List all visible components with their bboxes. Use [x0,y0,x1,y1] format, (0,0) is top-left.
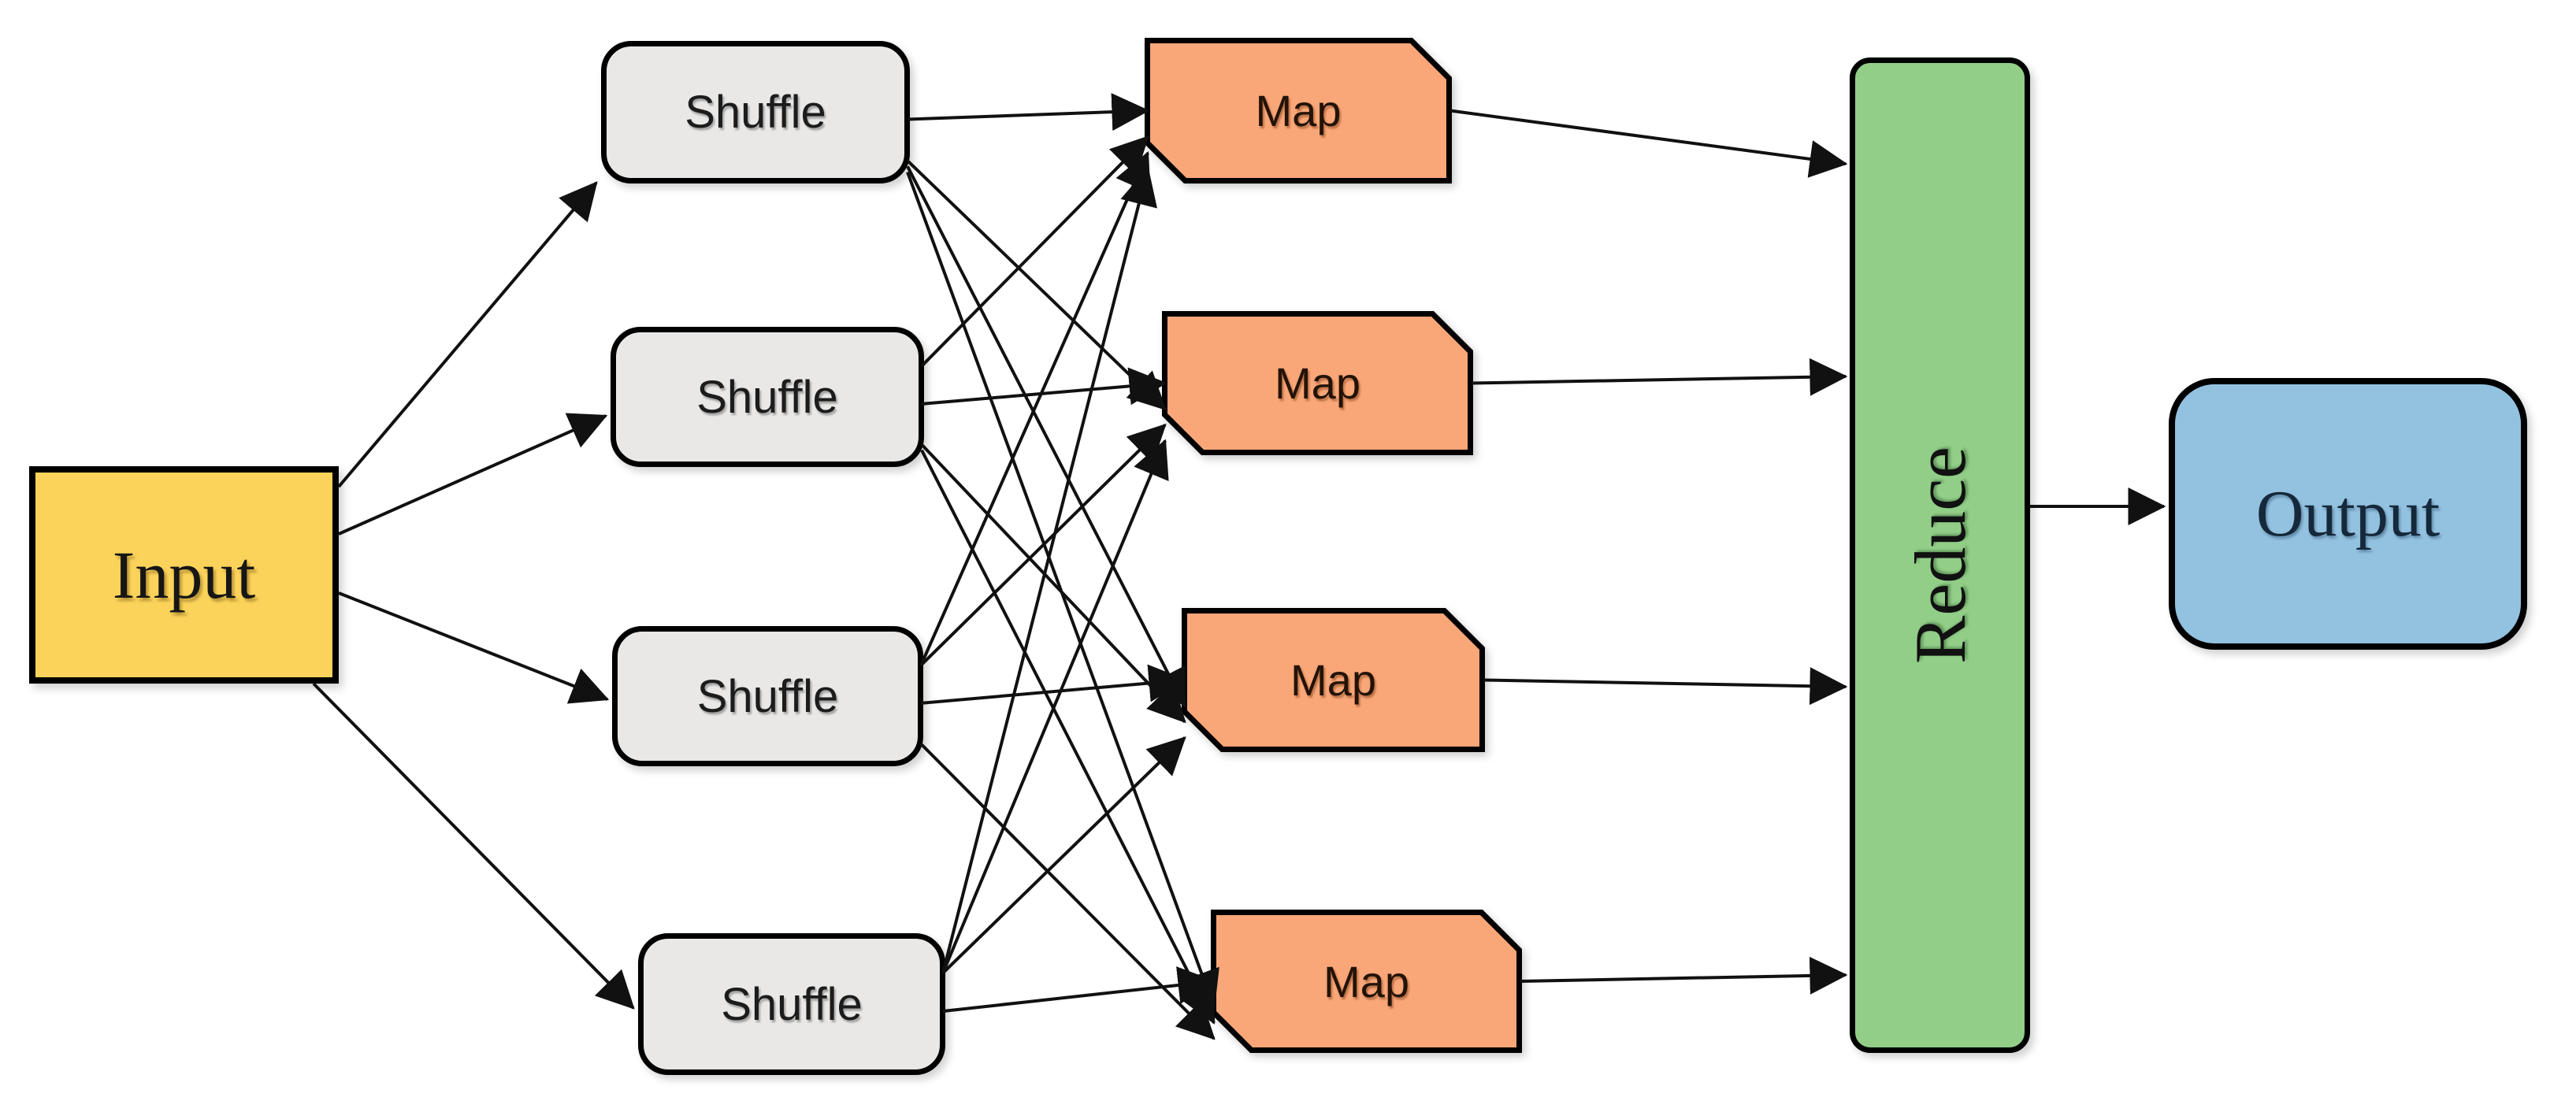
node-map-label: Map [1323,956,1409,1006]
node-shuffle-4[interactable]: Shuffle [638,933,945,1075]
node-map-2[interactable]: Map [1162,311,1473,455]
connector-arrow [337,181,598,488]
connector-arrow [338,591,610,704]
connector-arrow [920,135,1149,368]
connector-arrow [906,165,1186,708]
connector-arrow [312,682,635,1010]
connector-arrow [907,93,1150,132]
node-shuffle-3[interactable]: Shuffle [612,626,923,766]
node-shuffle-2[interactable]: Shuffle [611,327,924,467]
connector-arrow [1471,358,1848,396]
connector-arrow [906,159,1167,411]
node-shuffle-label: Shuffle [721,978,863,1030]
node-input-label: Input [112,537,256,613]
node-shuffle-label: Shuffle [685,87,826,138]
node-shuffle-label: Shuffle [696,670,839,722]
connector-arrow [1483,667,1848,706]
map-shape-fill [1216,915,1516,1047]
node-output[interactable]: Output [2169,378,2527,650]
map-shape-fill [1187,613,1479,747]
connector-arrow [919,150,1151,666]
connector-arrow [941,439,1169,974]
connector-arrow [941,736,1186,974]
node-output-label: Output [2255,477,2441,550]
node-map-1[interactable]: Map [1145,38,1452,183]
connector-arrow [941,167,1158,973]
node-map-label: Map [1255,86,1342,135]
map-shape-fill [1167,317,1468,450]
connector-arrow [919,423,1167,667]
connector-arrow [920,443,1186,724]
connector-arrow [919,743,1216,1040]
node-reduce-label: Reduce [1899,447,1980,664]
node-input[interactable]: Input [29,466,339,684]
node-map-label: Map [1290,655,1376,705]
connector-arrow [1520,956,1848,995]
map-shape-fill [1150,43,1446,178]
node-map-4[interactable]: Map [1211,910,1522,1053]
connector-arrow [921,367,1167,406]
connector-arrow [906,171,1219,1010]
node-shuffle-1[interactable]: Shuffle [601,41,910,183]
connector-arrow [942,966,1216,1013]
node-shuffle-label: Shuffle [696,371,838,423]
connector-arrow [338,413,608,536]
node-map-label: Map [1275,358,1360,408]
node-map-3[interactable]: Map [1182,608,1485,752]
node-reduce[interactable]: Reduce [1850,57,2030,1053]
connector-arrow [920,664,1187,705]
connector-arrow [1449,109,1848,178]
connector-arrow [920,449,1216,1025]
